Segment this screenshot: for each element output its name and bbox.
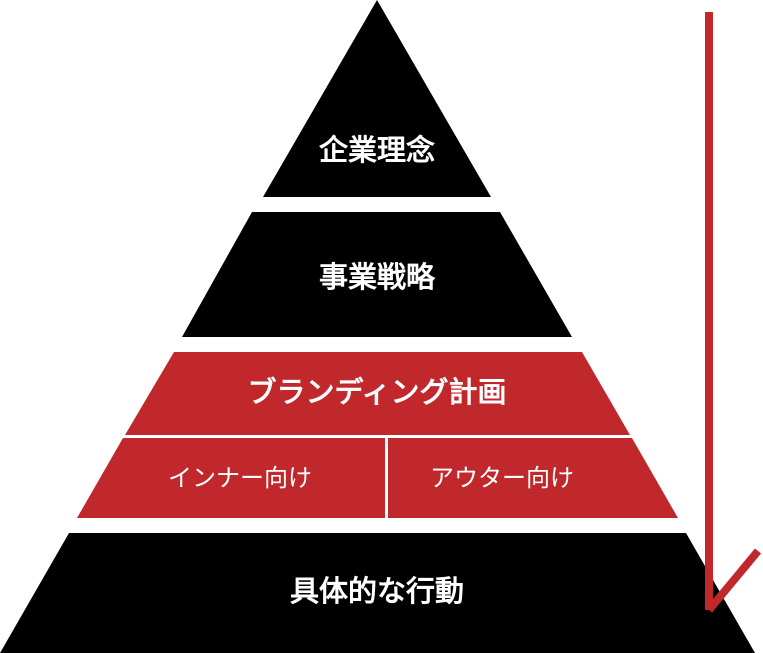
tier-4-label: 具体的な行動 <box>290 574 464 608</box>
tier-3-shape <box>125 352 630 435</box>
tier-2-label: 事業戦略 <box>319 260 436 294</box>
tier-4-shape <box>0 533 755 653</box>
tier-1-label: 企業理念 <box>319 133 435 167</box>
tier-2-shape <box>182 212 572 337</box>
arrow-head <box>705 548 762 613</box>
tier-3-sub-left-label: インナー向け <box>168 464 312 492</box>
tier-3-sub-right-label: アウター向け <box>430 464 574 492</box>
tier-1-shape <box>263 0 491 197</box>
down-arrow-icon <box>705 12 762 613</box>
tier-3-sub-left-shape <box>77 438 385 518</box>
tier-3-label: ブランディング計画 <box>248 375 507 409</box>
tier-3-sub-right-shape <box>388 438 678 518</box>
